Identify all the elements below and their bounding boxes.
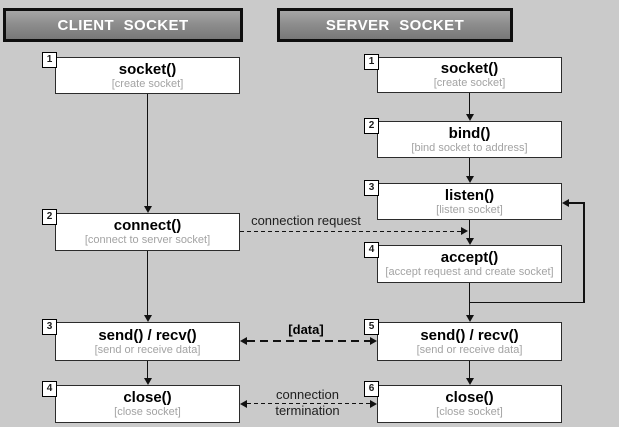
flow-arrow-server-send-to-close xyxy=(465,361,474,385)
function-name: socket() xyxy=(118,60,177,78)
server-socket-header: SERVER SOCKET xyxy=(277,8,513,42)
step-number-badge: 1 xyxy=(364,54,379,70)
arrowhead-left-icon xyxy=(562,198,569,207)
function-name: connect() xyxy=(113,217,182,234)
server-step-listen: listen() [listen socket] xyxy=(377,183,562,220)
step-number-badge: 6 xyxy=(364,381,379,397)
function-description: [create socket] xyxy=(433,77,506,89)
flow-arrow-server-socket-to-bind xyxy=(465,93,474,121)
arrowhead-down-icon xyxy=(465,114,474,121)
arrow-line xyxy=(468,283,471,315)
arrowhead-down-icon xyxy=(143,378,152,385)
termination-dashed-line xyxy=(247,403,370,404)
arrowhead-down-icon xyxy=(465,315,474,322)
arrow-line xyxy=(468,361,471,378)
server-step-socket: socket() [create socket] xyxy=(377,57,562,93)
function-description: [bind socket to address] xyxy=(411,141,528,154)
client-step-socket: socket() [create socket] xyxy=(55,57,240,94)
function-description: [close socket] xyxy=(436,406,503,418)
arrowhead-left-icon xyxy=(240,336,247,345)
client-step-send-recv: send() / recv() [send or receive data] xyxy=(55,322,240,361)
arrowhead-right-icon xyxy=(370,399,377,408)
function-name: listen() xyxy=(444,186,495,204)
function-name: send() / recv() xyxy=(98,326,197,344)
flow-arrow-server-listen-to-accept xyxy=(465,220,474,245)
arrowhead-down-icon xyxy=(465,378,474,385)
function-name: close() xyxy=(445,389,494,406)
function-description: [close socket] xyxy=(114,406,181,418)
loop-line-top xyxy=(568,202,584,204)
flow-arrow-client-connect-to-send xyxy=(143,251,152,322)
loop-line-right xyxy=(583,202,585,303)
arrow-line xyxy=(146,94,149,206)
flow-arrow-client-send-to-close xyxy=(143,361,152,385)
arrowhead-down-icon xyxy=(143,206,152,213)
server-step-accept: accept() [accept request and create sock… xyxy=(377,245,562,283)
function-description: [listen socket] xyxy=(436,203,503,216)
arrow-line xyxy=(468,158,471,176)
server-step-bind: bind() [bind socket to address] xyxy=(377,121,562,158)
step-number-badge: 1 xyxy=(42,52,57,68)
connection-request-label: connection request xyxy=(251,213,361,228)
data-label: [data] xyxy=(288,322,324,337)
step-number-badge: 2 xyxy=(42,209,57,225)
step-number-badge: 3 xyxy=(364,180,379,196)
client-step-connect: connect() [connect to server socket] xyxy=(55,213,240,251)
client-step-close: close() [close socket] xyxy=(55,385,240,423)
flow-arrow-client-socket-to-connect xyxy=(143,94,152,213)
step-number-badge: 2 xyxy=(364,118,379,134)
step-number-badge: 3 xyxy=(42,319,57,335)
arrow-line xyxy=(146,251,149,315)
function-name: close() xyxy=(123,389,172,406)
step-number-badge: 4 xyxy=(364,242,379,258)
arrowhead-right-icon xyxy=(370,336,377,345)
function-name: socket() xyxy=(440,60,499,77)
arrow-line xyxy=(146,361,149,378)
connection-request-dashed-line xyxy=(240,231,461,232)
function-name: accept() xyxy=(440,249,499,266)
server-step-send-recv: send() / recv() [send or receive data] xyxy=(377,322,562,361)
function-name: bind() xyxy=(448,124,491,142)
function-description: [accept request and create socket] xyxy=(385,266,554,278)
flow-arrow-server-accept-to-send xyxy=(465,283,474,322)
step-number-badge: 5 xyxy=(364,319,379,335)
arrow-line xyxy=(468,93,471,114)
function-description: [send or receive data] xyxy=(416,343,523,356)
data-dashed-line xyxy=(247,340,370,342)
arrowhead-left-icon xyxy=(240,399,247,408)
arrowhead-down-icon xyxy=(143,315,152,322)
flow-arrow-server-bind-to-listen xyxy=(465,158,474,183)
arrowhead-right-icon xyxy=(461,227,468,235)
connection-termination-label-line1: connection xyxy=(276,387,339,402)
function-description: [create socket] xyxy=(111,77,184,90)
arrowhead-down-icon xyxy=(465,176,474,183)
loop-line-bottom xyxy=(469,301,584,303)
arrowhead-down-icon xyxy=(465,238,474,245)
function-name: send() / recv() xyxy=(420,326,519,344)
function-description: [connect to server socket] xyxy=(84,234,211,246)
step-number-badge: 4 xyxy=(42,381,57,397)
connection-termination-label-line2: termination xyxy=(275,403,340,418)
function-description: [send or receive data] xyxy=(94,343,201,356)
server-step-close: close() [close socket] xyxy=(377,385,562,423)
arrow-line xyxy=(468,220,471,238)
client-socket-header: CLIENT SOCKET xyxy=(3,8,243,42)
